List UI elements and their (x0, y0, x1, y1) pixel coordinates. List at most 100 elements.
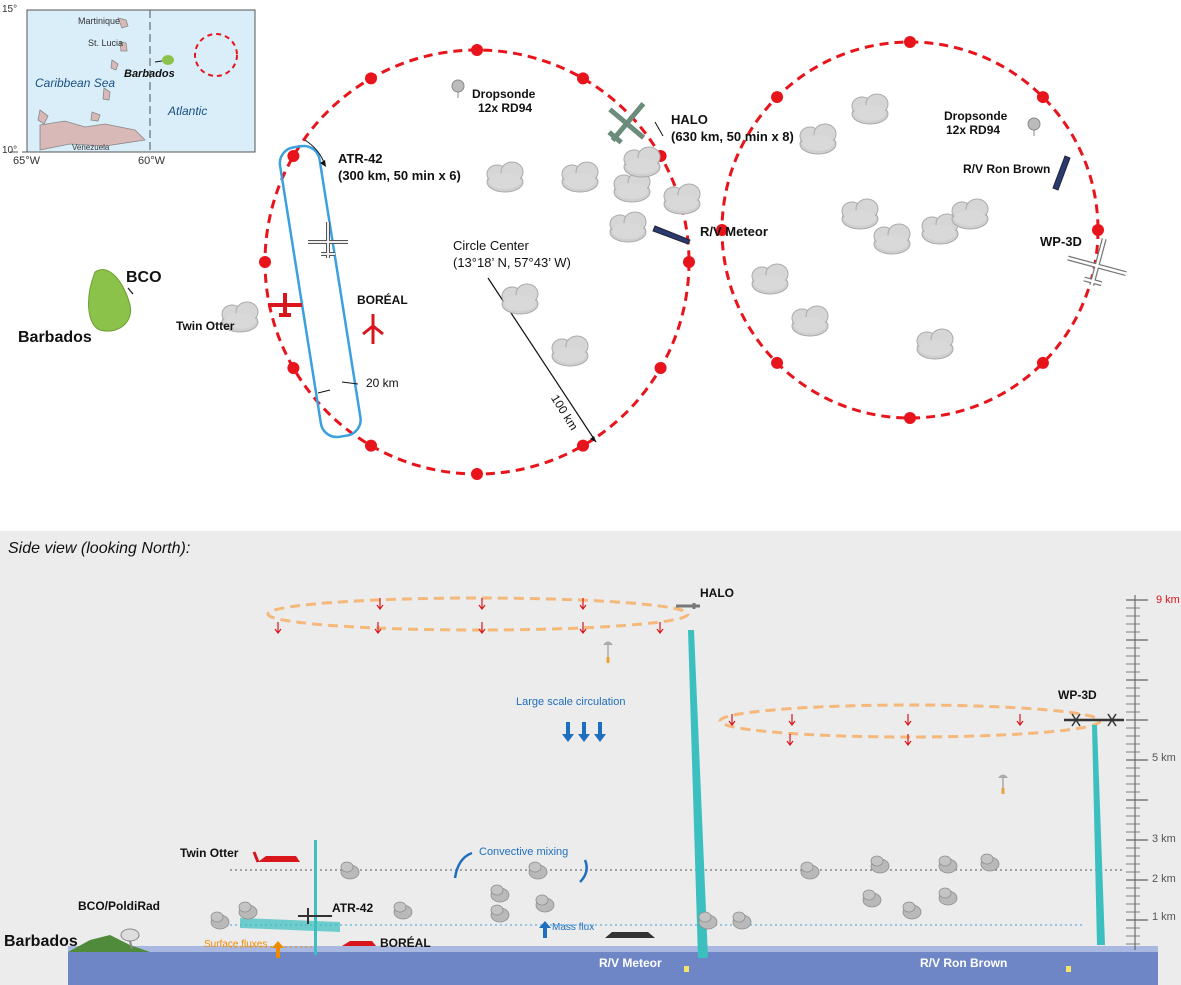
side-sonde-tick (478, 598, 486, 610)
side-barbados-label: Barbados (4, 933, 78, 950)
side-sonde-tick (656, 622, 664, 634)
side-sonde-tick (274, 622, 282, 634)
side-boreal-label: BORÉAL (380, 936, 431, 950)
alt-3km: 3 km (1152, 833, 1176, 845)
boreal-plane-icon (362, 314, 384, 344)
atr-leg-pattern (278, 139, 362, 439)
side-meteor-label: R/V Meteor (599, 956, 662, 970)
atr-side-icon (298, 908, 332, 924)
inset-lat-bottom: 10° (2, 145, 18, 156)
side-halo-label: HALO (700, 586, 734, 600)
dropsonde-left-label: Dropsonde (472, 87, 536, 101)
side-sonde-tick (579, 598, 587, 610)
side-wp3d-label: WP-3D (1058, 688, 1097, 702)
convective-mixing-arrows (453, 851, 588, 883)
dropsonde-marker (577, 72, 589, 85)
dropsonde-marker (1036, 91, 1049, 104)
meteor-ship-icon (652, 225, 691, 245)
inset-barbados: Barbados (124, 68, 175, 80)
dropsonde-marker (365, 439, 377, 452)
side-sonde-tick (788, 714, 796, 726)
twin-otter-side-icon (252, 851, 300, 863)
halo-sonde-profile (688, 630, 708, 958)
halo-detail: (630 km, 50 min x 8) (671, 129, 794, 144)
dropsonde-left-count: 12x RD94 (478, 101, 533, 115)
inset-lon-mid: 60°W (138, 155, 166, 167)
side-ron-brown-label: R/V Ron Brown (920, 956, 1008, 970)
dropsonde-marker (1036, 356, 1049, 369)
side-sonde-tick (904, 714, 912, 726)
parachute-icon-1 (603, 641, 613, 663)
side-bco-label: BCO/PoldiRad (78, 899, 161, 913)
large-scale-arrows (562, 722, 606, 742)
side-sonde-tick (728, 714, 736, 726)
ocean (68, 950, 1158, 985)
atr-detail: (300 km, 50 min x 6) (338, 168, 461, 183)
dropsonde-marker (716, 224, 728, 236)
halo-label: HALO (671, 112, 708, 127)
dropsonde-marker (683, 256, 695, 268)
atr-leg-side (240, 918, 340, 932)
alt-9km: 9 km (1156, 594, 1180, 606)
convective-mixing-label: Convective mixing (479, 846, 569, 858)
circle-center-label: Circle Center (453, 238, 529, 253)
meteor-ship-side-icon (605, 932, 689, 972)
inset-lon-left: 65°W (13, 155, 41, 167)
wp3d-sonde-profile (1092, 725, 1105, 945)
cloud-field-top (221, 93, 989, 367)
inset-st-lucia: St. Lucia (88, 38, 124, 48)
barbados-hill (68, 935, 150, 952)
wp3d-plane-icon (1067, 238, 1127, 287)
dropsonde-marker (471, 44, 483, 56)
halo-arrow (654, 121, 664, 137)
alt-1km: 1 km (1152, 911, 1176, 923)
inset-map (10, 9, 256, 153)
mass-flux-arrow (539, 921, 551, 938)
inset-atlantic: Atlantic (168, 104, 208, 118)
dropsonde-marker (904, 412, 916, 424)
dropsonde-marker (287, 362, 300, 374)
side-sonde-tick (1016, 714, 1024, 726)
side-sonde-tick (904, 734, 912, 746)
dropsonde-marker (771, 91, 784, 104)
dropsonde-icon-right (1027, 117, 1041, 136)
side-sonde-tick (478, 622, 486, 634)
twin-otter-label: Twin Otter (176, 319, 235, 333)
dropsonde-marker (471, 468, 483, 480)
dropsonde-marker (771, 356, 784, 369)
side-view-title: Side view (looking North): (8, 540, 191, 557)
ron-brown-label: R/V Ron Brown (963, 162, 1051, 176)
boreal-label: BORÉAL (357, 293, 408, 307)
parachute-icon-2 (998, 774, 1008, 794)
barbados-label: Barbados (18, 329, 92, 346)
ron-brown-ship-icon (1052, 155, 1071, 191)
atr-label: ATR-42 (338, 151, 383, 166)
dropsonde-marker (654, 362, 667, 374)
bco-label: BCO (126, 269, 162, 286)
wp3d-label: WP-3D (1040, 234, 1082, 249)
dropsonde-icon-left (451, 79, 465, 98)
inset-venezuela: Venezuela (72, 143, 110, 152)
alt-2km: 2 km (1152, 873, 1176, 885)
boreal-side-icon (342, 941, 376, 946)
twin-otter-plane-icon (268, 293, 302, 317)
circle-center-coords: (13°18’ N, 57°43’ W) (453, 255, 571, 270)
dropsonde-marker (577, 439, 589, 452)
side-sonde-tick (376, 598, 384, 610)
ron-brown-ship-side-icon (1066, 966, 1071, 972)
dropsonde-right-count: 12x RD94 (946, 123, 1001, 137)
side-view-panel (0, 531, 1181, 985)
barbados-island (88, 269, 134, 332)
dropsonde-marker (1092, 224, 1104, 236)
dropsonde-markers (259, 36, 1104, 480)
dropsonde-marker (365, 72, 377, 85)
meteor-label: R/V Meteor (700, 224, 768, 239)
surface-flux-arrow (272, 941, 284, 958)
bco-radar-icon (120, 928, 140, 950)
dropsonde-marker (259, 256, 271, 268)
inset-lat-top: 15° (2, 4, 18, 15)
dropsonde-right-label: Dropsonde (944, 109, 1008, 123)
dropsonde-marker (287, 150, 300, 162)
mass-flux-label: Mass flux (552, 922, 595, 933)
side-atr-label: ATR-42 (332, 901, 374, 915)
